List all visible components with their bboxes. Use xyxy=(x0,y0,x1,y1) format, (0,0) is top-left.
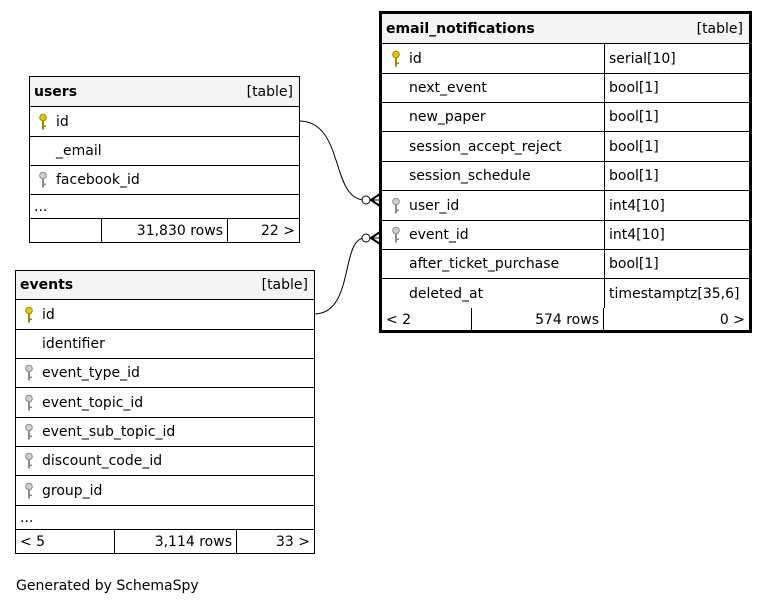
column-row-new-paper: new_paper bool[1] xyxy=(382,103,749,132)
table-name: events xyxy=(20,277,74,293)
foreign-key-icon xyxy=(391,191,401,220)
footer-row-count: 31,830 rows xyxy=(102,219,228,242)
column-row-event-topic-id: event_topic_id xyxy=(16,388,314,418)
more-columns-ellipsis: ... xyxy=(30,195,299,219)
users-to-email-notifications-link xyxy=(298,120,380,201)
foreign-key-icon xyxy=(24,359,34,387)
column-type: bool[1] xyxy=(604,132,659,161)
primary-key-icon xyxy=(38,107,48,136)
column-type: serial[10] xyxy=(604,44,676,73)
footer-row-count: 3,114 rows xyxy=(115,530,237,553)
column-type: bool[1] xyxy=(604,74,659,102)
footer-parents-link[interactable]: < 2 xyxy=(382,308,472,332)
column-row-event-id: event_id int4[10] xyxy=(382,221,749,250)
table-type: [table] xyxy=(246,83,293,100)
column-name: after_ticket_purchase xyxy=(409,256,560,272)
column-type: bool[1] xyxy=(604,162,659,190)
column-row-group-id: group_id xyxy=(16,476,314,506)
email-notifications-table-header: email_notifications [table] xyxy=(382,14,749,44)
column-row-deleted-at: deleted_at timestamptz[35,6] xyxy=(382,279,749,308)
column-type: int4[10] xyxy=(604,191,665,220)
foreign-key-icon xyxy=(24,388,34,417)
table-type: [table] xyxy=(261,277,308,293)
users-link-crowfoot xyxy=(369,193,381,207)
users-table[interactable]: users [table] id _email facebook_id ... … xyxy=(29,76,300,243)
footer-parents-link[interactable]: < 5 xyxy=(16,530,115,553)
column-name: _email xyxy=(56,143,102,159)
foreign-key-icon xyxy=(38,166,48,194)
column-row-id: id xyxy=(16,300,314,330)
column-row-identifier: identifier xyxy=(16,330,314,359)
column-row-discount-code-id: discount_code_id xyxy=(16,447,314,476)
column-row-id: id serial[10] xyxy=(382,44,749,74)
column-row-after-ticket-purchase: after_ticket_purchase bool[1] xyxy=(382,250,749,279)
generated-by-label: Generated by SchemaSpy xyxy=(16,578,199,594)
more-columns-ellipsis: ... xyxy=(16,506,314,530)
primary-key-icon xyxy=(24,300,34,329)
column-name: session_accept_reject xyxy=(409,138,562,155)
events-table[interactable]: events [table] id identifier event_type_… xyxy=(15,270,315,554)
column-name: id xyxy=(42,306,55,323)
column-type: bool[1] xyxy=(604,103,659,131)
column-row-id: id xyxy=(30,107,299,137)
column-name: user_id xyxy=(409,197,460,214)
column-name: facebook_id xyxy=(56,172,140,188)
table-name: users xyxy=(34,83,78,100)
column-row-email: _email xyxy=(30,137,299,166)
table-footer: 31,830 rows 22 > xyxy=(30,219,299,242)
column-name: event_sub_topic_id xyxy=(42,424,176,440)
footer-parents-link[interactable] xyxy=(30,219,102,242)
users-table-header: users [table] xyxy=(30,77,299,107)
column-name: next_event xyxy=(409,80,487,96)
column-row-next-event: next_event bool[1] xyxy=(382,74,749,103)
events-table-header: events [table] xyxy=(16,271,314,300)
column-row-user-id: user_id int4[10] xyxy=(382,191,749,221)
column-name: discount_code_id xyxy=(42,453,163,469)
foreign-key-icon xyxy=(24,476,34,505)
foreign-key-icon xyxy=(391,221,401,249)
primary-key-icon xyxy=(391,44,401,73)
column-row-facebook-id: facebook_id xyxy=(30,166,299,195)
footer-children-link[interactable]: 33 > xyxy=(276,533,310,550)
column-row-session-schedule: session_schedule bool[1] xyxy=(382,162,749,191)
footer-row-count: 574 rows xyxy=(472,308,604,332)
table-type: [table] xyxy=(696,20,743,37)
footer-children-link[interactable]: 0 > xyxy=(719,312,745,328)
table-name: email_notifications xyxy=(386,20,535,37)
table-footer: < 5 3,114 rows 33 > xyxy=(16,530,314,553)
footer-children-link[interactable]: 22 > xyxy=(261,222,295,239)
column-name: event_type_id xyxy=(42,365,140,381)
column-name: session_schedule xyxy=(409,168,531,184)
column-name: id xyxy=(409,50,422,67)
foreign-key-icon xyxy=(24,418,34,446)
column-type: bool[1] xyxy=(604,250,659,278)
column-name: event_topic_id xyxy=(42,394,144,411)
column-name: new_paper xyxy=(409,109,486,125)
events-link-crowfoot xyxy=(369,231,381,245)
column-name: deleted_at xyxy=(409,285,484,302)
column-row-session-accept-reject: session_accept_reject bool[1] xyxy=(382,132,749,162)
column-type: int4[10] xyxy=(604,221,665,249)
column-type: timestamptz[35,6] xyxy=(604,279,739,308)
foreign-key-icon xyxy=(24,447,34,475)
column-row-event-type-id: event_type_id xyxy=(16,359,314,388)
users-link-optional-marker xyxy=(361,195,371,205)
events-to-email-notifications-link xyxy=(313,237,380,315)
column-row-event-sub-topic-id: event_sub_topic_id xyxy=(16,418,314,447)
column-name: id xyxy=(56,113,69,130)
table-footer: < 2 574 rows 0 > xyxy=(382,308,749,332)
column-name: event_id xyxy=(409,227,469,243)
email-notifications-table[interactable]: email_notifications [table] id serial[10]… xyxy=(379,11,752,333)
events-link-optional-marker xyxy=(361,233,371,243)
column-name: identifier xyxy=(42,336,105,352)
column-name: group_id xyxy=(42,482,103,499)
